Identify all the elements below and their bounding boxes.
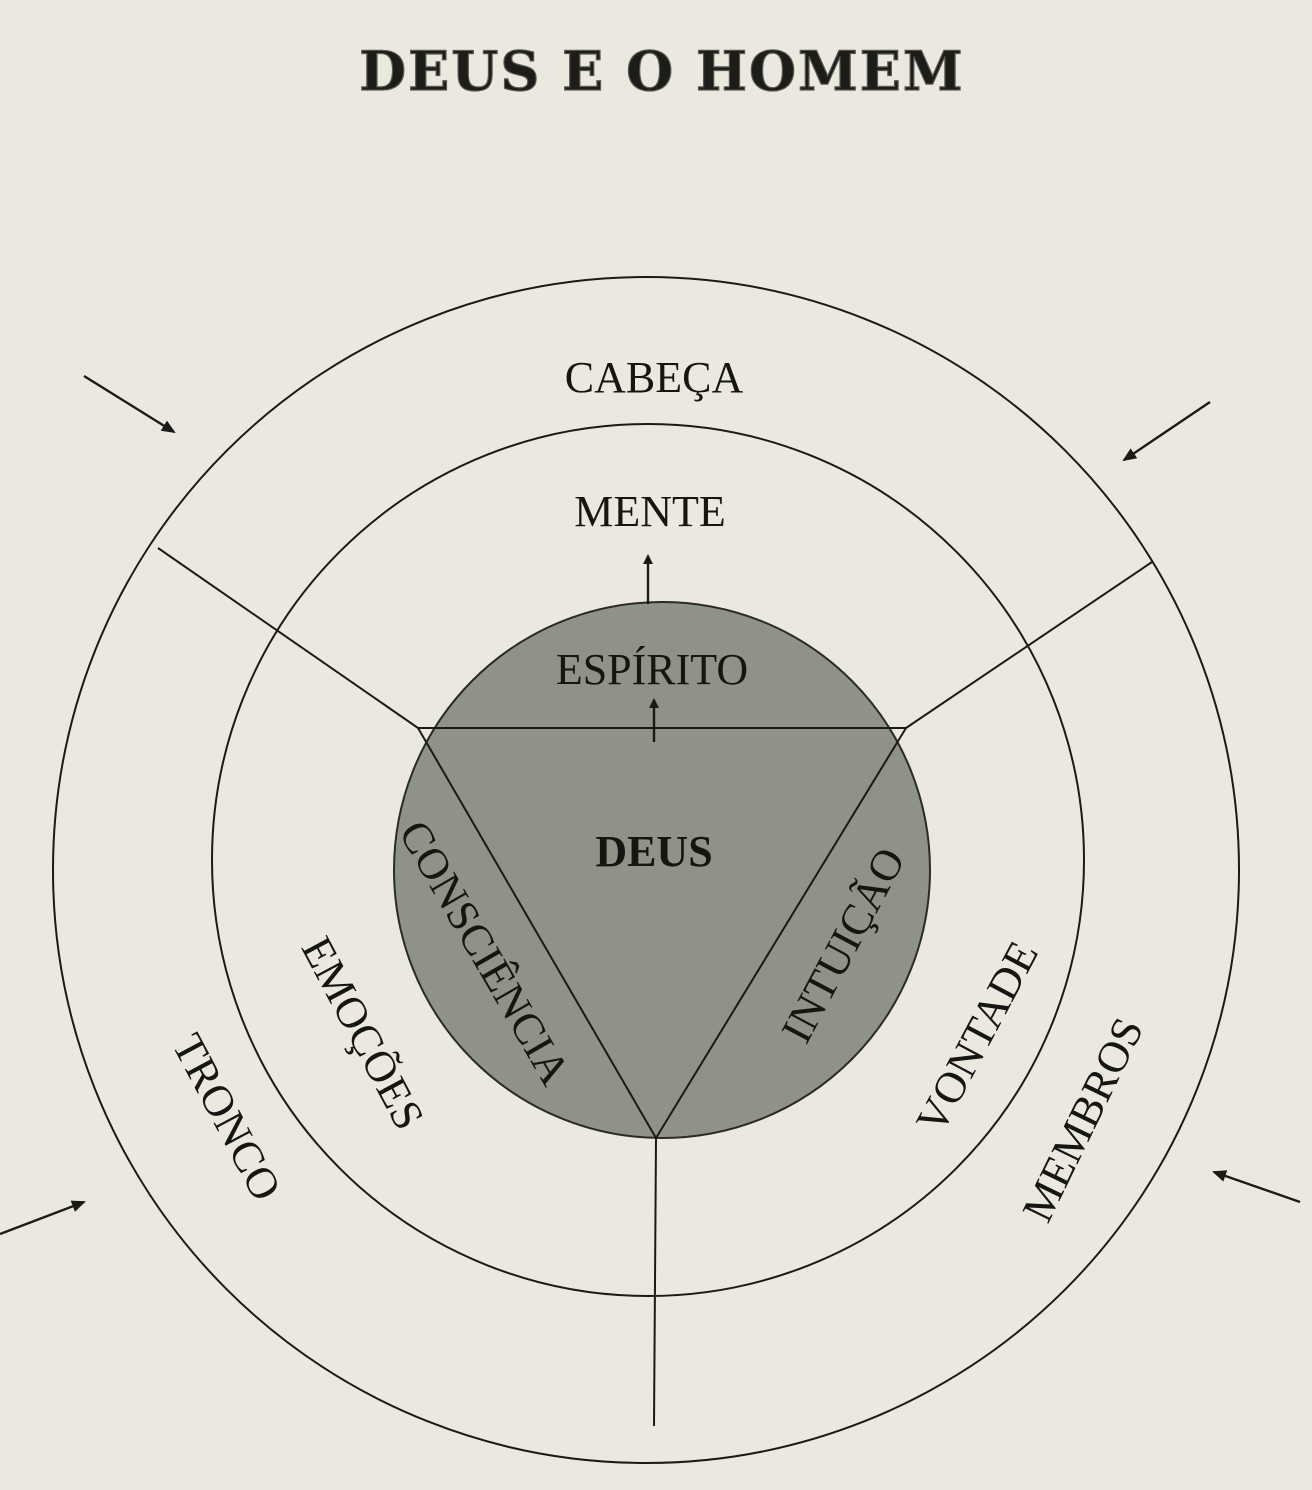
spoke-bottom [653, 1137, 657, 1427]
middle-ring [211, 423, 1085, 1297]
label-deus: DEUS [595, 827, 712, 876]
label-mente: MENTE [574, 487, 726, 536]
external-arrow-bottom-right [1212, 1170, 1301, 1204]
label-tronco: TRONCO [163, 1026, 291, 1209]
external-arrow-top-right [1122, 401, 1211, 462]
label-cabeca: CABEÇA [565, 353, 744, 402]
label-membros: MEMBROS [1013, 1010, 1154, 1229]
spoke-upper-left [157, 547, 419, 729]
outer-ring [52, 276, 1240, 1464]
spoke-upper-right [905, 561, 1153, 729]
triangle-left-edge [417, 727, 657, 1139]
label-vontade: VONTADE [906, 933, 1047, 1141]
external-arrow-bottom-left [0, 1200, 86, 1236]
external-arrow-top-left [83, 374, 176, 434]
label-espirito: ESPÍRITO [556, 645, 748, 694]
triangle-right-edge [655, 727, 907, 1139]
core-circle [393, 601, 931, 1139]
page-title: DEUS E O HOMEM [359, 39, 964, 103]
